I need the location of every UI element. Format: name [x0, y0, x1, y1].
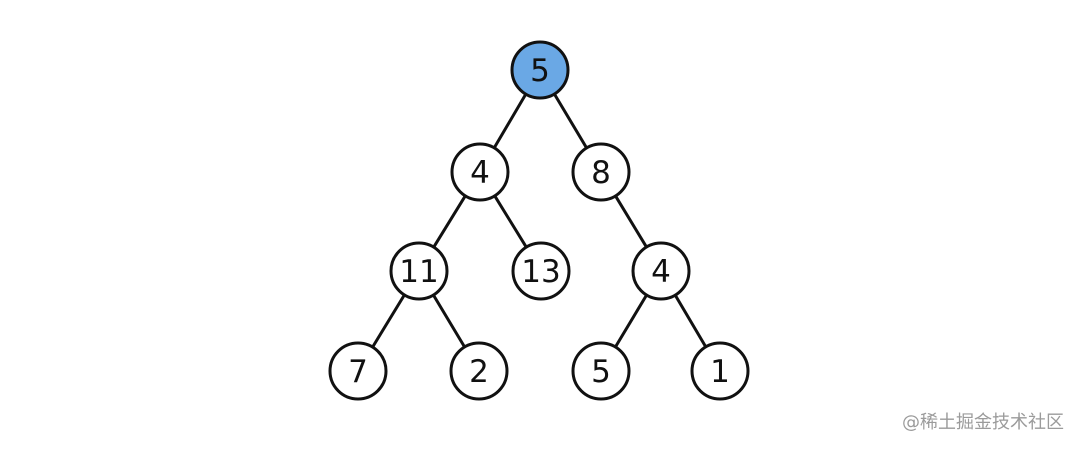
- node-circle: [450, 142, 510, 202]
- tree-node-l3-d: 1: [690, 341, 750, 401]
- tree-edge-l2-a-to-l3-a: [371, 293, 406, 349]
- node-circle: [631, 241, 691, 301]
- node-circle: [511, 241, 571, 301]
- node-value-label: 5: [530, 53, 550, 89]
- node-circle: [449, 341, 509, 401]
- tree-edge-root-to-l1-left: [492, 92, 528, 150]
- node-value-label: 7: [348, 354, 368, 390]
- tree-edge-l2-c-to-l3-c: [613, 293, 649, 349]
- node-circle: [690, 341, 750, 401]
- tree-node-l3-a: 7: [328, 341, 388, 401]
- node-value-label: 4: [470, 155, 490, 191]
- tree-node-l2-b: 13: [511, 241, 571, 301]
- node-value-label: 4: [651, 254, 671, 290]
- tree-node-l1-right: 8: [571, 142, 631, 202]
- tree-edge-l1-right-to-l2-c: [614, 194, 648, 249]
- tree-node-l3-b: 2: [449, 341, 509, 401]
- highlighted-node-circle: [510, 40, 570, 100]
- tree-edge-root-to-l1-right: [552, 92, 589, 150]
- tree-edge-l1-left-to-l2-a: [432, 194, 467, 249]
- tree-edge-l2-c-to-l3-d: [673, 293, 708, 349]
- tree-node-l2-a: 11: [389, 241, 449, 301]
- watermark: @稀土掘金技术社区: [902, 412, 1064, 433]
- tree-edge-l2-a-to-l3-b: [431, 293, 467, 349]
- node-circle: [328, 341, 388, 401]
- node-value-label: 8: [591, 155, 611, 191]
- node-value-label: 2: [469, 354, 489, 390]
- node-circle: [571, 341, 631, 401]
- tree-node-l2-c: 4: [631, 241, 691, 301]
- tree-nodes: 5 4 8 11 13 4 7 2 5 1: [328, 40, 750, 401]
- tree-node-root: 5: [510, 40, 570, 100]
- tree-node-l1-left: 4: [450, 142, 510, 202]
- node-circle: [571, 142, 631, 202]
- node-value-label: 11: [399, 254, 438, 290]
- tree-node-l3-c: 5: [571, 341, 631, 401]
- node-value-label: 5: [591, 354, 611, 390]
- node-circle: [389, 241, 449, 301]
- node-value-label: 1: [710, 354, 730, 390]
- node-value-label: 13: [521, 254, 560, 290]
- tree-edges: [371, 92, 708, 349]
- tree-edge-l1-left-to-l2-b: [493, 194, 528, 249]
